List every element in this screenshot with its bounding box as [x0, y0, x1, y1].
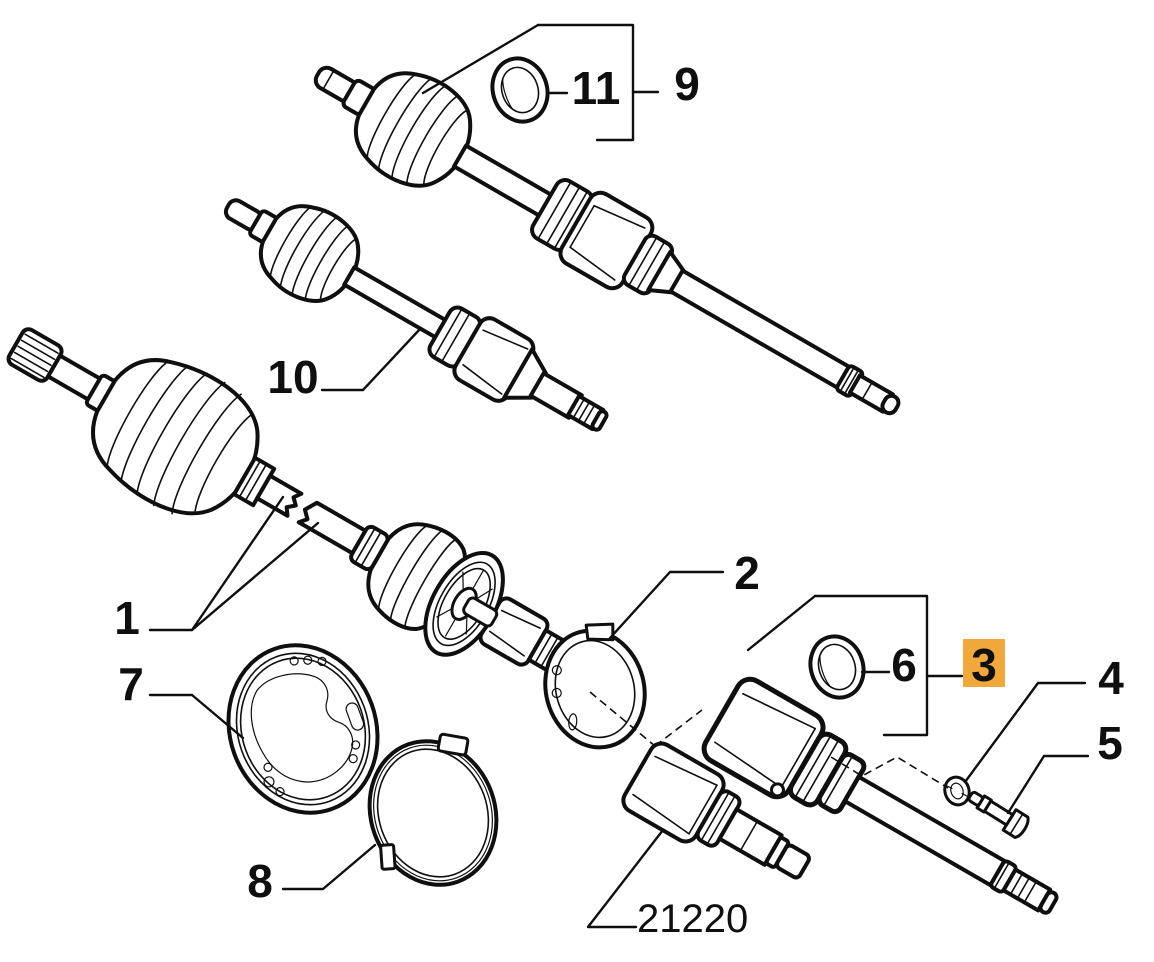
shaft-broken-left: [255, 473, 304, 518]
callout-6[interactable]: 6: [891, 639, 917, 691]
assembly-alignment-dashes: [589, 691, 949, 789]
bolt: [967, 790, 1030, 839]
leader-7: [148, 693, 245, 740]
callout-labels: 11 9 10 1 7 8 2 6 3 4 5 21220: [114, 58, 1124, 941]
leader-9: [421, 23, 540, 95]
callout-3-highlight: [963, 639, 1005, 687]
shaft-section: [452, 143, 559, 221]
cv-boot-outer: [354, 71, 473, 188]
leader-8: [281, 843, 377, 891]
callout-10[interactable]: 10: [267, 351, 318, 403]
leader-5: [1006, 754, 1090, 815]
leader-lines: [148, 23, 1090, 929]
tripod-joint: [621, 741, 811, 880]
intermediate-shaft: [842, 774, 1007, 888]
shaft-section: [668, 268, 855, 392]
boot-dust-shield: [226, 643, 380, 815]
callout-1[interactable]: 1: [114, 592, 140, 644]
boot-clamp-band: [367, 732, 499, 887]
driveshaft-assembly-exploded: [6, 327, 580, 678]
leader-1b: [190, 521, 320, 632]
bracket-9: [536, 23, 635, 142]
cv-boot-large: [90, 358, 260, 516]
callout-part-code[interactable]: 21220: [637, 897, 748, 941]
cv-joint-cup: [423, 550, 505, 657]
callout-2[interactable]: 2: [734, 547, 760, 599]
snap-ring: [543, 622, 647, 750]
driveshaft-assembly-middle: [223, 198, 609, 432]
callout-9[interactable]: 9: [674, 58, 700, 110]
leader-3: [746, 594, 817, 652]
inner-joint-assembly: [701, 676, 1059, 915]
shaft-section: [342, 265, 449, 341]
driveshaft-assembly-right: [313, 65, 901, 416]
bracket-3: [813, 594, 929, 737]
callout-11[interactable]: 11: [572, 62, 621, 114]
leader-10: [320, 327, 422, 392]
leader-2: [608, 570, 725, 640]
retaining-ring: [490, 56, 550, 124]
splined-shaft-end: [528, 371, 609, 432]
seal-ring: [808, 634, 866, 700]
callout-5[interactable]: 5: [1097, 717, 1123, 769]
callout-3[interactable]: 3: [971, 639, 997, 691]
callout-4[interactable]: 4: [1098, 652, 1124, 704]
callout-7[interactable]: 7: [118, 658, 144, 710]
callout-8[interactable]: 8: [247, 855, 273, 907]
washer: [943, 775, 971, 807]
leader-4: [963, 681, 1087, 784]
leader-21220: [586, 828, 665, 929]
splined-shaft-end: [835, 364, 901, 416]
inner-joint: [530, 178, 687, 296]
